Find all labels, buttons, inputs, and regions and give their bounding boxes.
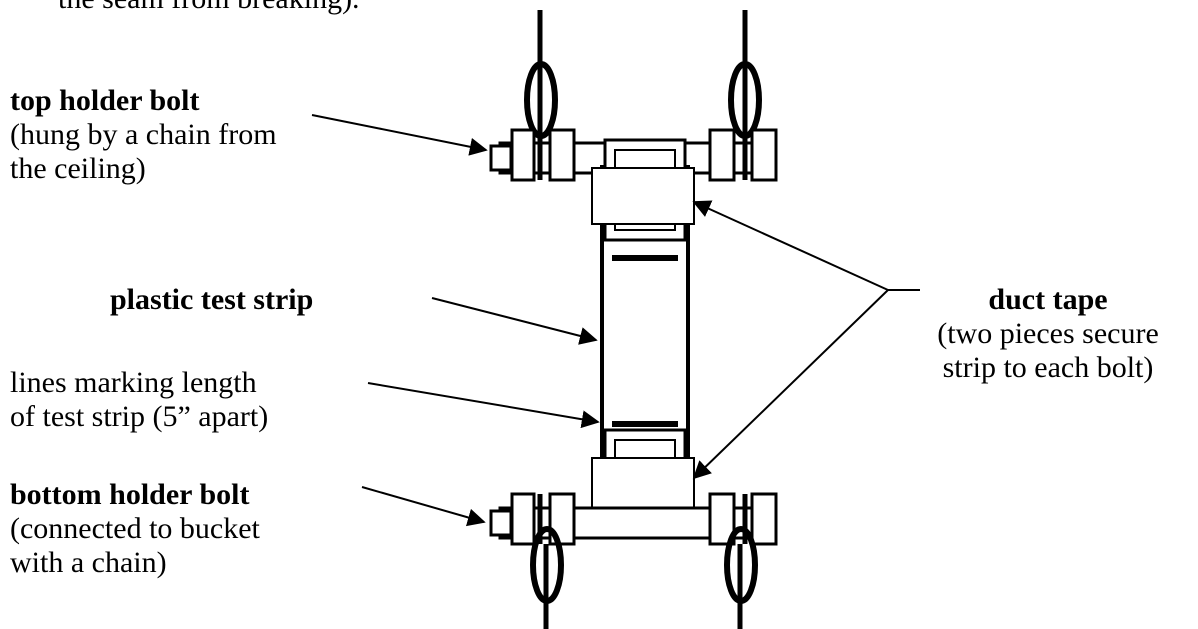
- label-duct-tape: duct tape (two pieces secure strip to ea…: [937, 283, 1159, 384]
- top-bolt-end-left: [489, 144, 513, 172]
- bottom-bolt-nut-right-2: [750, 492, 778, 546]
- top-bolt-nut-right-1: [708, 128, 736, 182]
- bottom-bolt-nut-right-1: [708, 492, 736, 546]
- bottom-bolt-nut-left-1: [510, 492, 536, 546]
- label-top-holder-bolt-title: top holder bolt: [10, 84, 200, 117]
- arrow-top-bolt: [311, 114, 488, 156]
- top-bolt-nut-left-1: [510, 128, 536, 182]
- label-marking-lines: lines marking length of test strip (5” a…: [10, 366, 269, 433]
- label-top-holder-bolt: top holder bolt (hung by a chain from th…: [10, 84, 277, 185]
- arrow-bottom-bolt: [361, 486, 486, 527]
- bottom-left-chain-link: [530, 526, 564, 604]
- bottom-right-chain-link: [724, 526, 758, 604]
- label-plastic-strip: plastic test strip: [110, 283, 314, 316]
- top-bolt-nut-left-2: [548, 128, 576, 182]
- arrow-tape-top: [692, 200, 889, 291]
- arrow-tape-bottom: [692, 289, 889, 480]
- bottom-bolt-end-left: [489, 509, 513, 537]
- top-duct-tape: [591, 167, 695, 225]
- bottom-duct-tape: [591, 457, 695, 515]
- top-caption: the seam from breaking).: [58, 0, 360, 16]
- label-bottom-holder-bolt: bottom holder bolt (connected to bucket …: [10, 478, 260, 579]
- arrow-marking-lines: [367, 382, 600, 429]
- arrow-strip: [431, 297, 598, 345]
- top-bolt-nut-right-2: [750, 128, 778, 182]
